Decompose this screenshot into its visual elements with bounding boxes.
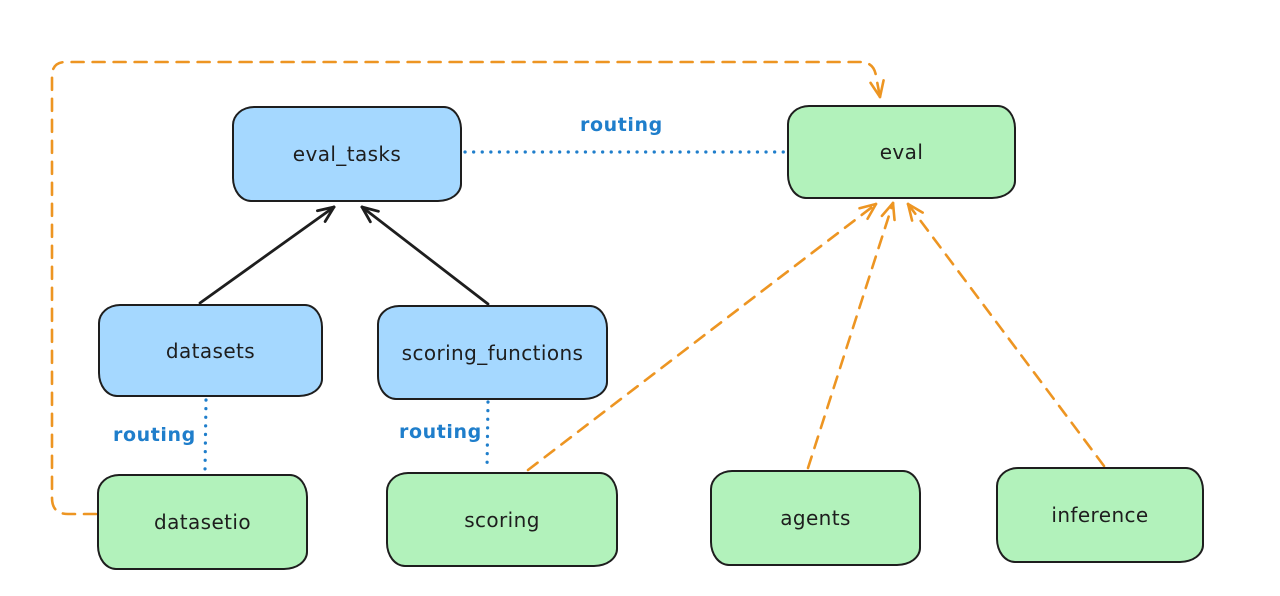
node-scoring: scoring	[386, 472, 618, 567]
arrowhead	[316, 205, 336, 213]
node-eval-tasks: eval_tasks	[232, 106, 462, 202]
arrowhead	[880, 201, 895, 218]
arrowhead	[906, 202, 914, 222]
edge-scoring-functions-to-scoring	[485, 400, 490, 471]
arrowhead	[858, 202, 878, 210]
node-datasetio-label: datasetio	[153, 510, 251, 534]
arrowhead	[869, 81, 882, 99]
arrowhead	[360, 205, 372, 224]
arrowhead	[891, 201, 896, 222]
node-inference: inference	[996, 467, 1204, 563]
node-eval-label: eval	[879, 140, 924, 164]
edge-label-routing-scoring-functions-scoring: routing	[399, 421, 482, 443]
edge-inference-to-eval	[906, 202, 1106, 468]
edge-label-routing-eval-tasks-eval: routing	[580, 114, 663, 136]
node-agents-label: agents	[780, 506, 851, 530]
edge-scoring-to-eval	[526, 202, 878, 472]
node-datasets: datasets	[98, 304, 323, 397]
node-datasetio: datasetio	[97, 474, 308, 570]
arrowhead	[906, 202, 924, 214]
node-eval: eval	[787, 105, 1016, 199]
edge-label-routing-datasets-datasetio: routing	[113, 424, 196, 446]
edge-scoring-functions-to-eval-tasks	[360, 205, 490, 306]
edge-datasetio-to-eval	[50, 60, 882, 516]
arrowhead	[878, 79, 885, 99]
node-eval-tasks-label: eval_tasks	[292, 142, 402, 166]
node-scoring-functions: scoring_functions	[377, 305, 608, 400]
edge-agents-to-eval	[806, 201, 895, 470]
arrowhead	[323, 205, 336, 223]
edge-datasets-to-datasetio	[203, 398, 208, 473]
edge-datasets-to-eval-tasks	[198, 205, 336, 305]
node-inference-label: inference	[1051, 503, 1149, 527]
node-agents: agents	[710, 470, 921, 566]
arrowhead	[360, 205, 380, 213]
arrowhead	[866, 202, 878, 221]
node-scoring-label: scoring	[464, 507, 540, 532]
node-scoring-functions-label: scoring_functions	[401, 340, 584, 365]
node-datasets-label: datasets	[165, 338, 256, 363]
